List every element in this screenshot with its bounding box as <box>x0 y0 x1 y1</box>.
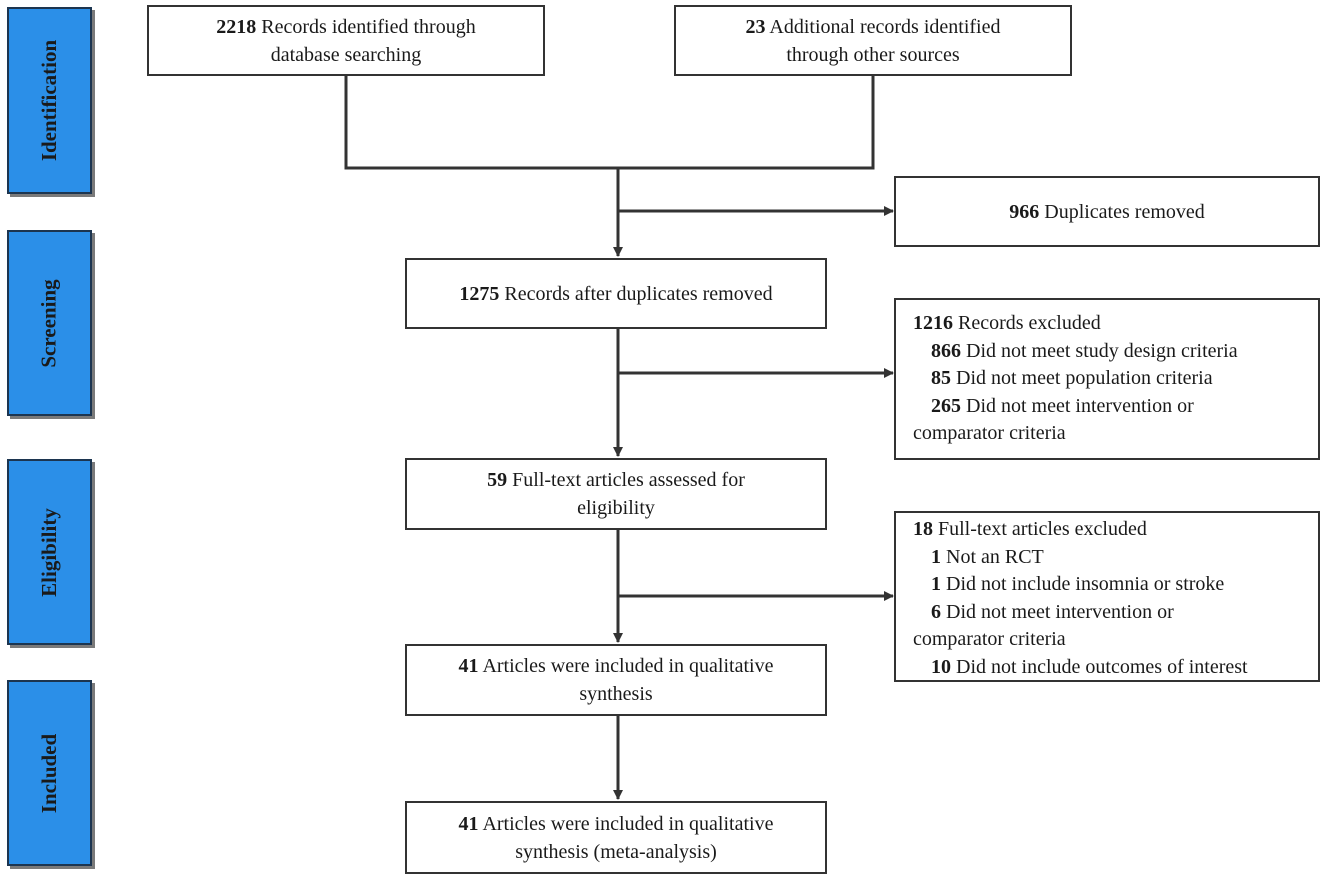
stage-included: Included <box>7 680 92 866</box>
exclusion-reason-continuation: comparator criteria <box>913 422 1066 444</box>
records-excluded-heading: 1216 Records excluded <box>913 312 1101 334</box>
stage-identification-label: Identification <box>37 39 61 162</box>
meta-analysis-box: 41 Articles were included in qualitative… <box>405 801 827 874</box>
fulltext-excluded-heading: 18 Full-text articles excluded <box>913 518 1147 540</box>
stage-identification: Identification <box>7 7 92 194</box>
exclusion-reason-continuation: comparator criteria <box>913 628 1066 650</box>
fulltext-assessed-box: 59 Full-text articles assessed for eligi… <box>405 458 827 530</box>
meta-analysis-line1: 41 Articles were included in qualitative <box>458 812 774 835</box>
duplicates-removed-text: 966 Duplicates removed <box>1009 200 1205 223</box>
after-duplicates-text: 1275 Records after duplicates removed <box>459 282 773 305</box>
exclusion-reason: 1 Not an RCT <box>931 545 1044 568</box>
exclusion-reason: 866 Did not meet study design criteria <box>931 339 1238 362</box>
fulltext-assessed-line1: 59 Full-text articles assessed for <box>487 469 745 491</box>
fulltext-assessed-line2: eligibility <box>577 497 655 519</box>
additional-records-line2: through other sources <box>786 43 960 66</box>
stage-eligibility: Eligibility <box>7 459 92 645</box>
meta-analysis-line2: synthesis (meta-analysis) <box>515 840 717 863</box>
qualitative-line2: synthesis <box>579 683 653 705</box>
stage-screening-label: Screening <box>37 278 61 368</box>
qualitative-synthesis-box: 41 Articles were included in qualitative… <box>405 644 827 716</box>
exclusion-reason: 10 Did not include outcomes of interest <box>931 655 1248 678</box>
qualitative-line1: 41 Articles were included in qualitative <box>458 655 774 677</box>
fulltext-excluded-box: 18 Full-text articles excluded 1 Not an … <box>894 511 1320 682</box>
exclusion-reason: 6 Did not meet intervention or <box>931 600 1174 623</box>
stage-eligibility-label: Eligibility <box>37 507 61 597</box>
duplicates-removed-box: 966 Duplicates removed <box>894 176 1320 247</box>
database-records-line2: database searching <box>270 43 422 66</box>
database-records-box: 2218 Records identified through database… <box>147 5 545 76</box>
database-records-line1: 2218 Records identified through <box>216 15 476 38</box>
exclusion-reason: 85 Did not meet population criteria <box>931 367 1213 389</box>
exclusion-reason: 1 Did not include insomnia or stroke <box>931 573 1225 595</box>
stage-screening: Screening <box>7 230 92 416</box>
merge-connector <box>344 76 875 170</box>
exclusion-reason: 265 Did not meet intervention or <box>931 394 1194 417</box>
stage-included-label: Included <box>37 733 61 813</box>
additional-records-box: 23 Additional records identified through… <box>674 5 1072 76</box>
additional-records-line1: 23 Additional records identified <box>745 15 1001 38</box>
records-excluded-box: 1216 Records excluded 866 Did not meet s… <box>894 298 1320 460</box>
after-duplicates-box: 1275 Records after duplicates removed <box>405 258 827 329</box>
